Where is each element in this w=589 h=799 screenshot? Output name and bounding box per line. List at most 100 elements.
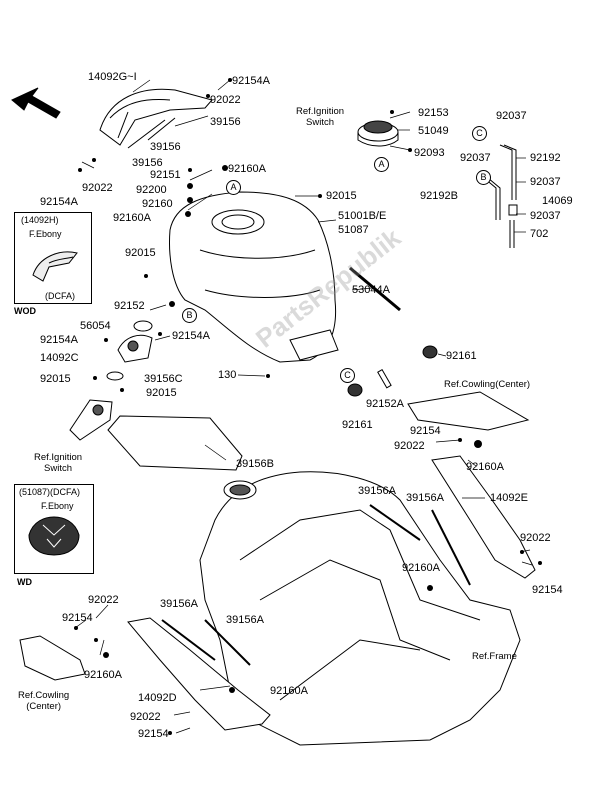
ref-ignition-switch-left: Ref.Ignition Switch	[34, 452, 83, 474]
label-39156a-c: 39156A	[160, 598, 198, 610]
seal-strips-frame	[161, 504, 471, 666]
label-92037-a: 92037	[496, 110, 527, 122]
side-cover-left-part	[127, 617, 271, 731]
label-92154a-l2: 92154A	[40, 334, 78, 346]
callout-a-tank: A	[226, 180, 241, 195]
label-92152: 92152	[114, 300, 145, 312]
frame-part	[199, 471, 521, 746]
inset-wod-box: (14092H) F.Ebony (DCFA)	[14, 212, 92, 304]
fuel-tank-part	[169, 191, 339, 363]
label-53044a: 53044A	[352, 284, 390, 296]
label-92160a-top: 92160A	[228, 163, 266, 175]
label-39156-b: 39156	[150, 141, 181, 153]
inset-wod-caption: WOD	[14, 306, 36, 316]
ref-cowling-center-right: Ref.Cowling(Center)	[444, 379, 531, 390]
front-direction-arrow-icon	[11, 87, 61, 119]
label-14092g-i: 14092G~I	[88, 71, 137, 83]
cowling-left-part	[19, 635, 86, 681]
callout-c-tank: C	[340, 368, 355, 383]
label-92160a-r: 92160A	[466, 461, 504, 473]
label-92022-r: 92022	[394, 440, 425, 452]
inset-wod-color: F.Ebony	[29, 229, 62, 239]
label-92154-bl: 92154	[62, 612, 93, 624]
ignition-bracket-part	[69, 320, 153, 441]
label-92160a-bl: 92160A	[84, 669, 122, 681]
label-56054: 56054	[80, 320, 111, 332]
label-92160a-r2: 92160A	[402, 562, 440, 574]
label-92154-r2: 92154	[532, 584, 563, 596]
inset-wod-code: (14092H)	[21, 215, 59, 225]
label-92093: 92093	[414, 147, 445, 159]
label-92015-c: 92015	[40, 373, 71, 385]
ref-cowling-center-left: Ref.Cowling (Center)	[18, 690, 70, 712]
label-51049: 51049	[418, 125, 449, 137]
label-92192: 92192	[530, 152, 561, 164]
label-39156c: 39156C	[144, 373, 183, 385]
label-92161-a: 92161	[446, 350, 477, 362]
label-39156-c: 39156	[132, 157, 163, 169]
seal-strips-top	[127, 117, 176, 149]
label-92015-d: 92015	[146, 387, 177, 399]
label-92154a-left: 92154A	[40, 196, 78, 208]
label-92160a-mid: 92160A	[113, 212, 151, 224]
label-92015-b: 92015	[125, 247, 156, 259]
label-92200: 92200	[136, 184, 167, 196]
callout-a-cap: A	[374, 157, 389, 172]
callout-b-tank: B	[182, 308, 197, 323]
label-39156-a: 39156	[210, 116, 241, 128]
label-92151: 92151	[150, 169, 181, 181]
label-92153: 92153	[418, 107, 449, 119]
inset-wd-color: F.Ebony	[41, 501, 74, 511]
label-39156a-a: 39156A	[358, 485, 396, 497]
inset-wd-box: (51087)(DCFA) F.Ebony WD	[14, 484, 94, 587]
label-92022-b: 92022	[130, 711, 161, 723]
cowling-right-part	[407, 391, 530, 431]
label-92152a: 92152A	[366, 398, 404, 410]
inset-wod-part-icon	[32, 251, 78, 282]
label-39156a-b: 39156A	[406, 492, 444, 504]
side-cover-right-part	[431, 455, 536, 579]
ref-frame: Ref.Frame	[472, 651, 517, 662]
label-92161-b: 92161	[342, 419, 373, 431]
label-14092e: 14092E	[490, 492, 528, 504]
label-92015-a: 92015	[326, 190, 357, 202]
label-92022-left: 92022	[82, 182, 113, 194]
top-cover-part	[99, 88, 213, 146]
fuel-cap-part	[357, 120, 399, 147]
label-702: 702	[530, 228, 549, 240]
label-14069: 14069	[542, 195, 573, 207]
label-92160: 92160	[142, 198, 173, 210]
label-14092d: 14092D	[138, 692, 177, 704]
label-92160a-b: 92160A	[270, 685, 308, 697]
label-92037-b: 92037	[460, 152, 491, 164]
callout-b-hose: B	[476, 170, 491, 185]
label-92192b: 92192B	[420, 190, 458, 202]
label-92037-c: 92037	[530, 176, 561, 188]
grommet-parts	[347, 345, 438, 397]
hoses-part	[483, 144, 518, 248]
label-39156a-d: 39156A	[226, 614, 264, 626]
leader-lines	[74, 79, 533, 734]
label-92022-top: 92022	[210, 94, 241, 106]
label-92154a-top: 92154A	[232, 75, 270, 87]
label-92154-b: 92154	[138, 728, 169, 740]
label-92022-r2: 92022	[520, 532, 551, 544]
label-14092c: 14092C	[40, 352, 79, 364]
tank-pad-part	[107, 415, 243, 471]
label-92154-r: 92154	[410, 425, 441, 437]
fastener-dots	[74, 78, 542, 735]
label-130: 130	[218, 369, 237, 381]
label-51087: 51087	[338, 224, 369, 236]
ref-ignition-switch-top: Ref.Ignition Switch	[296, 106, 345, 128]
label-39156b: 39156B	[236, 458, 274, 470]
label-92022-bl: 92022	[88, 594, 119, 606]
inset-wd-code: (51087)(DCFA)	[19, 487, 81, 497]
inset-wd-caption: WD	[17, 577, 32, 587]
inset-wd-tank-icon	[28, 516, 80, 556]
label-51001b-e: 51001B/E	[338, 210, 387, 222]
callout-c-hose: C	[472, 126, 487, 141]
label-92037-d: 92037	[530, 210, 561, 222]
label-92154a-mid: 92154A	[172, 330, 210, 342]
drain-tube-part	[349, 266, 401, 312]
